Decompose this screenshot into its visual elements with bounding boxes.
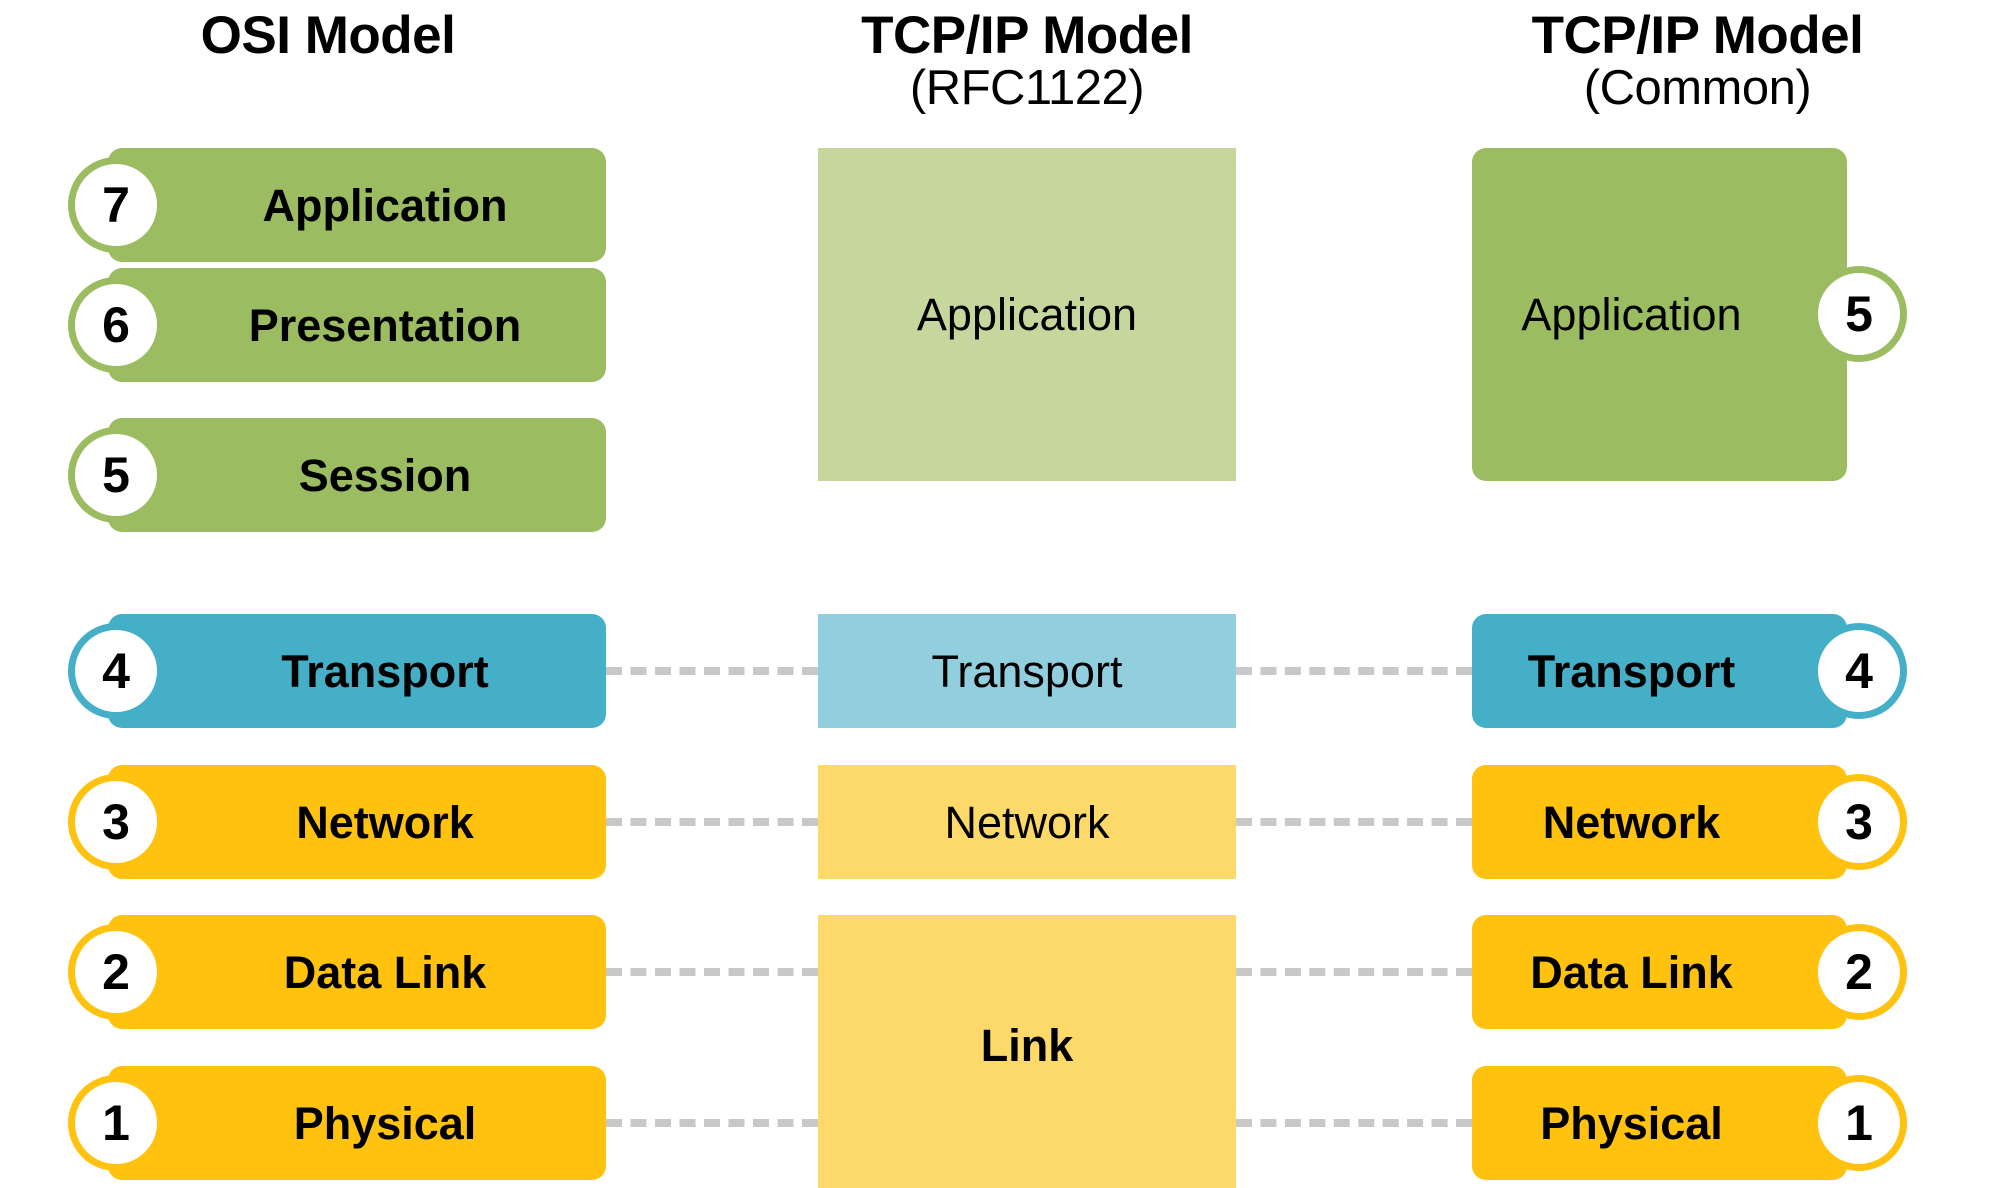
osi-bar-network-label: Network [296, 796, 474, 848]
rfc-block-transport[interactable]: Transport [818, 614, 1236, 728]
common-bar-transport-label: Transport [1527, 645, 1736, 697]
common-badge-2: 2 [1811, 924, 1907, 1020]
common-badge-5: 5 [1811, 266, 1907, 362]
connector-physical-right [1236, 1119, 1472, 1135]
common-bar-data-link[interactable]: Data Link [1472, 915, 1847, 1029]
osi-bar-transport-label: Transport [281, 645, 489, 697]
osi-bar-session-label: Session [298, 449, 472, 501]
osi-bar-transport[interactable]: Transport [108, 614, 606, 728]
osi-bar-network[interactable]: Network [108, 765, 606, 879]
column-title-common-main: TCP/IP Model [1531, 6, 1864, 65]
column-title-osi: OSI Model [68, 8, 588, 63]
osi-badge-7: 7 [68, 157, 164, 253]
osi-badge-1: 1 [68, 1075, 164, 1171]
osi-bar-data-link[interactable]: Data Link [108, 915, 606, 1029]
column-title-rfc1122-main: TCP/IP Model [861, 6, 1193, 65]
rfc-block-network-label: Network [944, 796, 1110, 848]
osi-bar-presentation[interactable]: Presentation [108, 268, 606, 382]
osi-badge-3-number: 3 [102, 794, 130, 850]
rfc-block-link[interactable]: Link [818, 915, 1236, 1188]
rfc-block-application-label: Application [916, 289, 1138, 340]
osi-bar-application[interactable]: Application [108, 148, 606, 262]
common-bar-application[interactable]: Application [1472, 148, 1847, 481]
common-badge-4: 4 [1811, 623, 1907, 719]
column-title-rfc1122-sub: (RFC1122) [909, 61, 1145, 116]
common-bar-physical-label: Physical [1540, 1097, 1723, 1149]
connector-datalink-right [1236, 968, 1472, 984]
osi-bar-data-link-label: Data Link [283, 946, 487, 998]
osi-badge-2: 2 [68, 924, 164, 1020]
column-title-common: TCP/IP Model (Common) [1465, 8, 1930, 114]
osi-bar-session[interactable]: Session [108, 418, 606, 532]
common-bar-physical[interactable]: Physical [1472, 1066, 1847, 1180]
common-bar-data-link-label: Data Link [1530, 946, 1733, 998]
connector-transport-right [1236, 667, 1472, 683]
common-bar-network-label: Network [1542, 796, 1721, 848]
osi-badge-4: 4 [68, 623, 164, 719]
osi-badge-3: 3 [68, 774, 164, 870]
osi-badge-5: 5 [68, 427, 164, 523]
common-badge-1: 1 [1811, 1075, 1907, 1171]
osi-badge-1-number: 1 [102, 1095, 130, 1151]
common-badge-5-number: 5 [1845, 286, 1873, 342]
common-badge-3: 3 [1811, 774, 1907, 870]
connector-network-right [1236, 818, 1472, 834]
common-badge-3-number: 3 [1845, 794, 1873, 850]
rfc-block-application[interactable]: Application [818, 148, 1236, 481]
osi-bar-physical-label: Physical [293, 1097, 477, 1149]
rfc-block-link-label: Link [980, 1020, 1074, 1071]
common-bar-application-label: Application [1521, 289, 1742, 340]
column-title-rfc1122: TCP/IP Model (RFC1122) [818, 8, 1236, 114]
common-badge-2-number: 2 [1845, 944, 1873, 1000]
connector-network-left [606, 818, 818, 834]
common-badge-4-number: 4 [1845, 643, 1873, 699]
column-title-osi-main: OSI Model [200, 6, 456, 65]
common-bar-transport[interactable]: Transport [1472, 614, 1847, 728]
common-badge-1-number: 1 [1845, 1095, 1873, 1151]
osi-badge-6: 6 [68, 277, 164, 373]
osi-bar-application-label: Application [262, 179, 508, 231]
osi-badge-5-number: 5 [102, 447, 130, 503]
connector-physical-left [606, 1119, 818, 1135]
rfc-block-transport-label: Transport [931, 645, 1123, 697]
osi-badge-4-number: 4 [102, 643, 130, 699]
connector-transport-left [606, 667, 818, 683]
osi-bar-presentation-label: Presentation [248, 299, 522, 351]
osi-badge-7-number: 7 [102, 177, 130, 233]
rfc-block-network[interactable]: Network [818, 765, 1236, 879]
osi-badge-6-number: 6 [102, 297, 130, 353]
common-bar-network[interactable]: Network [1472, 765, 1847, 879]
osi-bar-physical[interactable]: Physical [108, 1066, 606, 1180]
osi-badge-2-number: 2 [102, 944, 130, 1000]
column-title-common-sub: (Common) [1583, 61, 1812, 116]
connector-datalink-left [606, 968, 818, 984]
